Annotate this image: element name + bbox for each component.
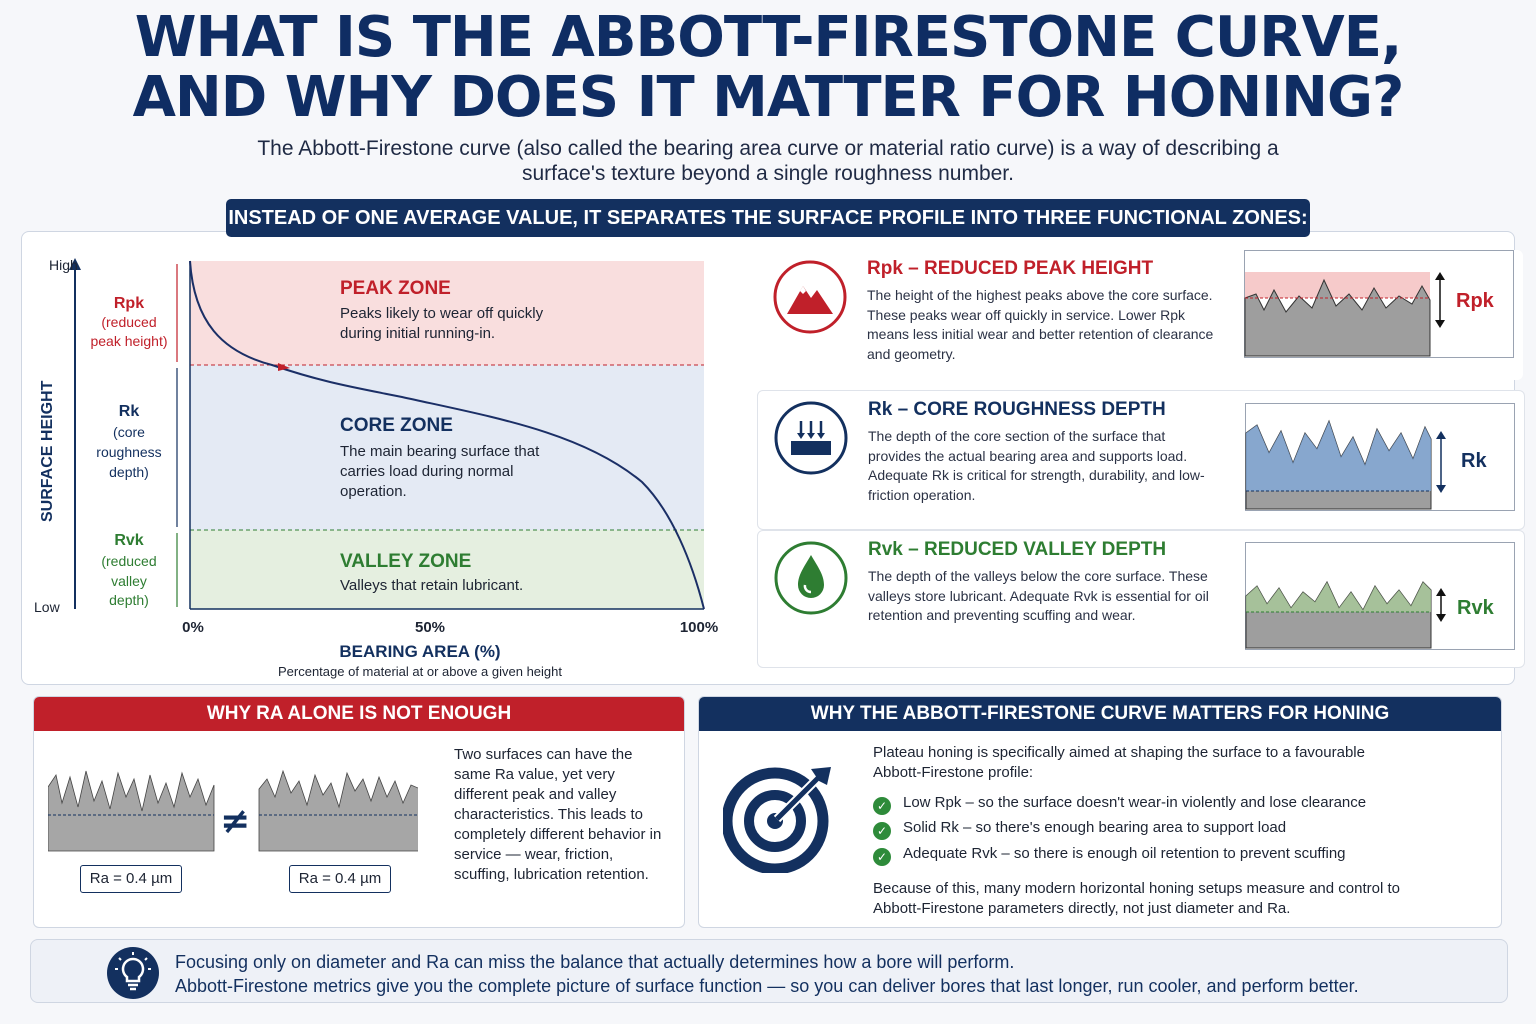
valley-zone-band (190, 530, 704, 609)
not-equal-sign: ≠ (220, 801, 251, 842)
abbott-firestone-curve (189, 260, 705, 610)
check-item-rpk: ✓ Low Rpk – so the surface doesn't wear-i… (873, 793, 1366, 815)
zone-texts: PEAK ZONE Peaks likely to wear off quick… (340, 278, 544, 594)
peak-zone-desc-1: Peaks likely to wear off quickly (340, 305, 544, 322)
rvk-card: Rvk – REDUCED VALLEY DEPTH The depth of … (757, 530, 1525, 668)
valley-zone-title: VALLEY ZONE (340, 551, 471, 572)
subtitle-line-2: surface's texture beyond a single roughn… (522, 162, 1014, 185)
profile-left (48, 770, 215, 852)
footer-line-1: Focusing only on diameter and Ra can mis… (175, 952, 1015, 972)
rpk-side-title: Rpk (114, 295, 144, 312)
rvk-side-line-3: valley (111, 573, 147, 589)
peak-zone-band (190, 261, 704, 365)
ra-label-right: Ra = 0.4 µm (289, 865, 391, 893)
core-zone-desc-2: carries load during normal (340, 463, 513, 480)
footer-callout: Focusing only on diameter and Ra can mis… (30, 939, 1508, 1003)
rvk-thumb-label: Rvk (1457, 597, 1495, 619)
footer-text: Focusing only on diameter and Ra can mis… (175, 950, 1359, 998)
check-icon: ✓ (873, 797, 891, 815)
rpk-thumb-label: Rpk (1456, 290, 1495, 312)
y-low-label: Low (34, 599, 61, 615)
rpk-side-line-3: peak height) (90, 333, 167, 349)
honing-box-heading: WHY THE ABBOTT-FIRESTONE CURVE MATTERS F… (699, 697, 1501, 731)
rk-thumb-label: Rk (1461, 450, 1487, 472)
check-item-rvk-text: Adequate Rvk – so there is enough oil re… (903, 845, 1346, 862)
page-subtitle: The Abbott-Firestone curve (also called … (200, 136, 1336, 186)
zones-panel: High Low SURFACE HEIGHT Rpk (reduced pea… (21, 231, 1525, 685)
peak-zone-title: PEAK ZONE (340, 278, 451, 299)
check-item-rvk: ✓ Adequate Rvk – so there is enough oil r… (873, 844, 1346, 866)
page-title: WHAT IS THE ABBOTT-FIRESTONE CURVE, AND … (0, 8, 1536, 128)
x-tick-50: 50% (415, 619, 445, 636)
check-item-rk: ✓ Solid Rk – so there's enough bearing ar… (873, 818, 1286, 840)
rvk-profile-thumbnail: Rvk (1245, 542, 1515, 650)
target-icon (723, 767, 831, 873)
rk-side-line-4: depth) (109, 464, 149, 480)
valley-zone-desc-1: Valleys that retain lubricant. (340, 577, 523, 594)
mountain-peak-icon (773, 260, 847, 334)
y-axis-label: SURFACE HEIGHT (39, 380, 56, 522)
check-icon: ✓ (873, 822, 891, 840)
x-tick-100: 100% (680, 619, 718, 636)
peak-zone-desc-2: during initial running-in. (340, 325, 495, 342)
rpk-card-title: Rpk – REDUCED PEAK HEIGHT (867, 258, 1154, 279)
title-line-1: WHAT IS THE ABBOTT-FIRESTONE CURVE, (134, 5, 1403, 70)
rvk-side-line-2: (reduced (101, 553, 156, 569)
rk-card: Rk – CORE ROUGHNESS DEPTH The depth of t… (757, 390, 1525, 530)
check-icon: ✓ (873, 848, 891, 866)
rpk-side-line-2: (reduced (101, 314, 156, 330)
subtitle-line-1: The Abbott-Firestone curve (also called … (257, 137, 1279, 160)
pressure-block-icon (774, 401, 848, 475)
x-axis-label: BEARING AREA (%) (339, 642, 500, 661)
rpk-card-desc: The height of the highest peaks above th… (867, 287, 1214, 362)
x-tick-0: 0% (182, 619, 204, 636)
curve-marker (278, 363, 290, 371)
rpk-profile-thumbnail: Rpk (1244, 250, 1514, 358)
core-zone-desc-1: The main bearing surface that (340, 443, 540, 460)
zones-banner: INSTEAD OF ONE AVERAGE VALUE, IT SEPARAT… (226, 199, 1310, 237)
abbott-firestone-diagram: High Low SURFACE HEIGHT Rpk (reduced pea… (34, 257, 718, 679)
check-item-rpk-text: Low Rpk – so the surface doesn't wear-in… (903, 794, 1367, 811)
rk-card-desc: The depth of the core section of the sur… (868, 428, 1205, 503)
ra-box-heading: WHY RA ALONE IS NOT ENOUGH (34, 697, 684, 731)
core-zone-desc-3: operation. (340, 483, 407, 500)
core-zone-band (190, 365, 704, 530)
rk-profile-thumbnail: Rk (1245, 403, 1515, 511)
x-axis-labels: 0% 50% 100% BEARING AREA (%) Percentage … (182, 619, 718, 679)
core-zone-title: CORE ZONE (340, 415, 453, 436)
ra-box: WHY RA ALONE IS NOT ENOUGH ≠ Ra = 0.4 µm… (33, 696, 685, 928)
oil-drop-icon (774, 541, 848, 615)
rvk-side-title: Rvk (114, 532, 143, 549)
ra-profiles-illustration (48, 769, 418, 852)
rvk-card-desc: The depth of the valleys below the core … (868, 568, 1209, 623)
side-labels: Rpk (reduced peak height) Rk (core rough… (90, 295, 167, 608)
ra-label-left: Ra = 0.4 µm (80, 865, 182, 893)
rk-side-line-3: roughness (96, 444, 161, 460)
honing-outro: Because of this, many modern horizontal … (873, 880, 1400, 917)
rpk-card: Rpk – REDUCED PEAK HEIGHT The height of … (757, 250, 1523, 380)
height-arrow-head (69, 258, 81, 270)
lightbulb-icon (107, 947, 159, 999)
rk-side-title: Rk (119, 403, 140, 420)
check-item-rk-text: Solid Rk – so there's enough bearing are… (903, 819, 1287, 836)
footer-line-2: Abbott-Firestone metrics give you the co… (175, 976, 1359, 996)
title-line-2: AND WHY DOES IT MATTER FOR HONING? (132, 65, 1405, 130)
profile-right (258, 769, 418, 852)
rvk-side-line-4: depth) (109, 592, 149, 608)
ra-explanation: Two surfaces can have the same Ra value,… (454, 746, 662, 883)
rvk-card-title: Rvk – REDUCED VALLEY DEPTH (868, 539, 1167, 560)
x-axis-sublabel: Percentage of material at or above a giv… (278, 664, 562, 679)
y-high-label: High (49, 257, 78, 273)
honing-box: WHY THE ABBOTT-FIRESTONE CURVE MATTERS F… (698, 696, 1502, 928)
rk-card-title: Rk – CORE ROUGHNESS DEPTH (868, 399, 1166, 420)
rk-side-line-2: (core (113, 424, 145, 440)
honing-intro: Plateau honing is specifically aimed at … (873, 744, 1365, 781)
